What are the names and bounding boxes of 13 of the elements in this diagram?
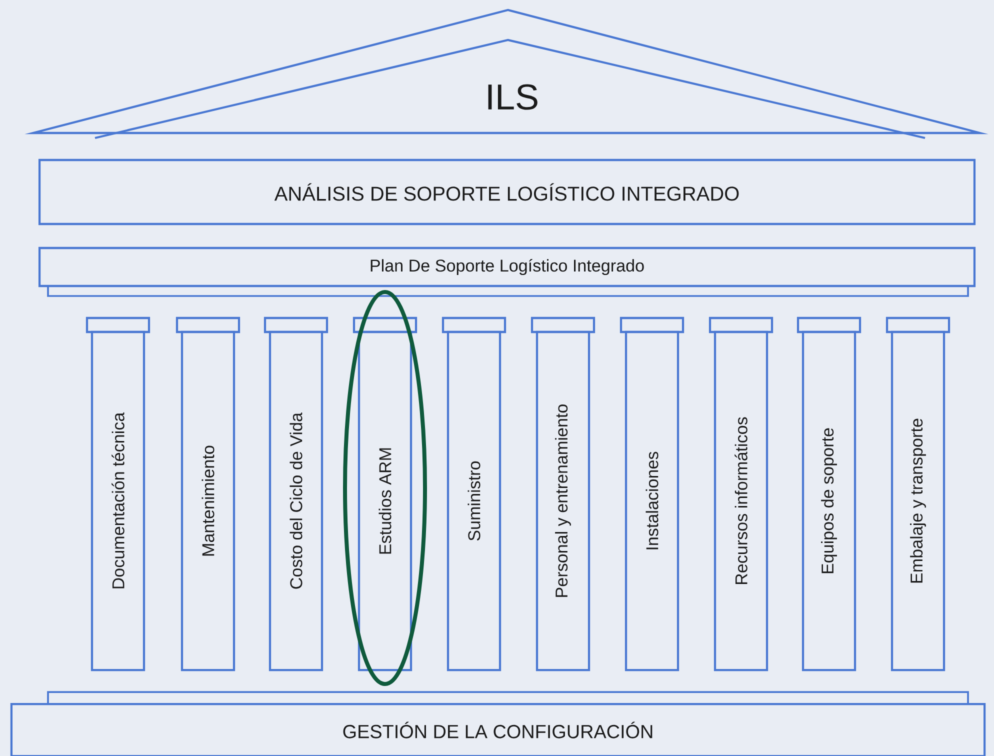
pillar: Personal y entrenamiento — [530, 316, 596, 672]
band-box: ANÁLISIS DE SOPORTE LOGÍSTICO INTEGRADO — [38, 158, 976, 226]
pillar: Estudios ARM — [352, 316, 418, 672]
pillar: Instalaciones — [620, 316, 684, 672]
pillar: Suministro — [442, 316, 506, 672]
pillar: Documentación técnica — [86, 316, 150, 672]
pillar: Equipos de soporte — [796, 316, 862, 672]
pillar: Mantenimiento — [176, 316, 240, 672]
band-box: Plan De Soporte Logístico Integrado — [38, 246, 976, 297]
band-box: GESTIÓN DE LA CONFIGURACIÓN — [10, 691, 986, 756]
pillar: Embalaje y transporte — [886, 316, 950, 672]
pillar: Costo del Ciclo de Vida — [264, 316, 328, 672]
pillar: Recursos informáticos — [708, 316, 774, 672]
